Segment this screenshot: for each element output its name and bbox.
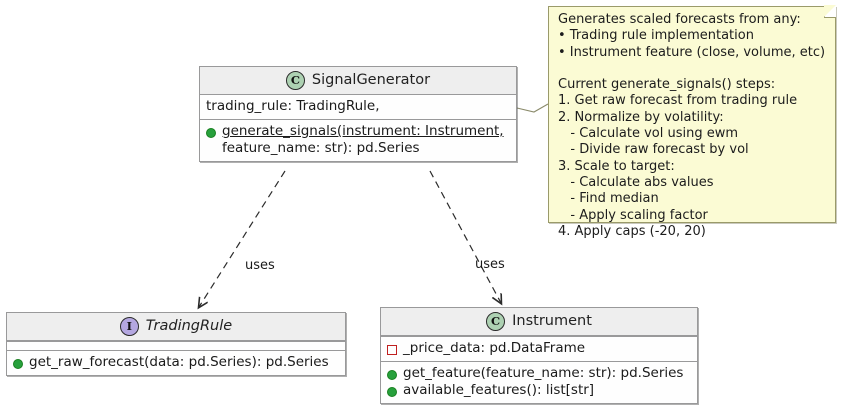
class-name-tradingrule: TradingRule	[145, 318, 233, 335]
attribute-row: trading_rule: TradingRule,	[206, 98, 510, 115]
private-visibility-icon	[387, 345, 397, 355]
attributes-compartment-instrument: _price_data: pd.DataFrame	[381, 336, 697, 361]
note-line: • Trading rule implementation	[558, 28, 754, 44]
attribute-row: _price_data: pd.DataFrame	[387, 340, 691, 357]
class-header-signalgenerator: C SignalGenerator	[200, 67, 516, 95]
method-label: get_feature(feature_name: str): pd.Serie…	[403, 365, 684, 381]
attribute-label: _price_data: pd.DataFrame	[403, 340, 586, 356]
edge-signalgenerator-uses-instrument	[429, 170, 501, 303]
class-stereotype-icon: C	[285, 71, 305, 90]
methods-compartment-tradingrule: get_raw_forecast(data: pd.Series): pd.Se…	[7, 350, 345, 375]
interface-stereotype-icon: I	[119, 317, 139, 336]
attribute-label: trading_rule: TradingRule,	[206, 98, 380, 114]
note-line-blank	[558, 61, 826, 77]
method-label-line1: generate_signals(instrument: Instrument,	[222, 123, 504, 139]
note-line: - Calculate vol using ewm	[558, 126, 739, 142]
note-line: 4. Apply caps (-20, 20)	[558, 223, 706, 239]
method-label: available_features(): list[str]	[403, 382, 595, 398]
note-line: Current generate_signals() steps:	[558, 77, 776, 93]
note-line: Generates scaled forecasts from any:	[558, 12, 801, 27]
method-row: available_features(): list[str]	[387, 382, 691, 399]
class-name-instrument: Instrument	[512, 313, 592, 330]
note-line: - Calculate abs values	[558, 174, 714, 190]
class-name-signalgenerator: SignalGenerator	[311, 72, 431, 89]
methods-compartment-instrument: get_feature(feature_name: str): pd.Serie…	[381, 361, 697, 403]
method-label-line2: feature_name: str): pd.Series	[222, 140, 420, 156]
attributes-compartment-signalgenerator: trading_rule: TradingRule,	[200, 95, 516, 119]
note-fold-corner-icon	[824, 5, 836, 18]
note-line: - Divide raw forecast by vol	[558, 142, 749, 158]
methods-compartment-signalgenerator: generate_signals(instrument: Instrument,…	[200, 119, 516, 161]
note-line: - Apply scaling factor	[558, 207, 708, 223]
method-label-wrapper: generate_signals(instrument: Instrument,…	[222, 123, 504, 157]
attributes-compartment-tradingrule	[7, 341, 345, 350]
class-header-instrument: C Instrument	[381, 308, 697, 336]
edge-label-uses-tradingrule: uses	[245, 258, 275, 273]
public-visibility-icon	[387, 370, 397, 380]
note-box-signalgenerator[interactable]: Generates scaled forecasts from any: • T…	[548, 5, 836, 239]
note-line: 3. Scale to target:	[558, 158, 675, 174]
note-line: • Instrument feature (close, volume, etc…	[558, 44, 826, 60]
note-line: 2. Normalize by volatility:	[558, 109, 724, 125]
class-box-tradingrule[interactable]: I TradingRule get_raw_forecast(data: pd.…	[6, 312, 346, 376]
method-row: get_raw_forecast(data: pd.Series): pd.Se…	[13, 354, 339, 371]
class-box-instrument[interactable]: C Instrument _price_data: pd.DataFrame g…	[380, 307, 698, 404]
class-box-signalgenerator[interactable]: C SignalGenerator trading_rule: TradingR…	[199, 66, 517, 162]
edge-note-connector	[516, 103, 549, 113]
note-line: 1. Get raw forecast from trading rule	[558, 93, 798, 109]
class-header-tradingrule: I TradingRule	[7, 313, 345, 341]
class-stereotype-icon: C	[486, 312, 506, 331]
method-row: generate_signals(instrument: Instrument,…	[206, 123, 510, 157]
public-visibility-icon	[387, 387, 397, 397]
method-label: get_raw_forecast(data: pd.Series): pd.Se…	[29, 354, 329, 370]
edge-label-uses-instrument: uses	[475, 257, 505, 272]
note-line: - Find median	[558, 191, 659, 207]
public-visibility-icon	[13, 359, 23, 369]
public-visibility-icon	[206, 128, 216, 138]
method-row: get_feature(feature_name: str): pd.Serie…	[387, 365, 691, 382]
edge-signalgenerator-uses-tradingrule	[199, 170, 286, 307]
